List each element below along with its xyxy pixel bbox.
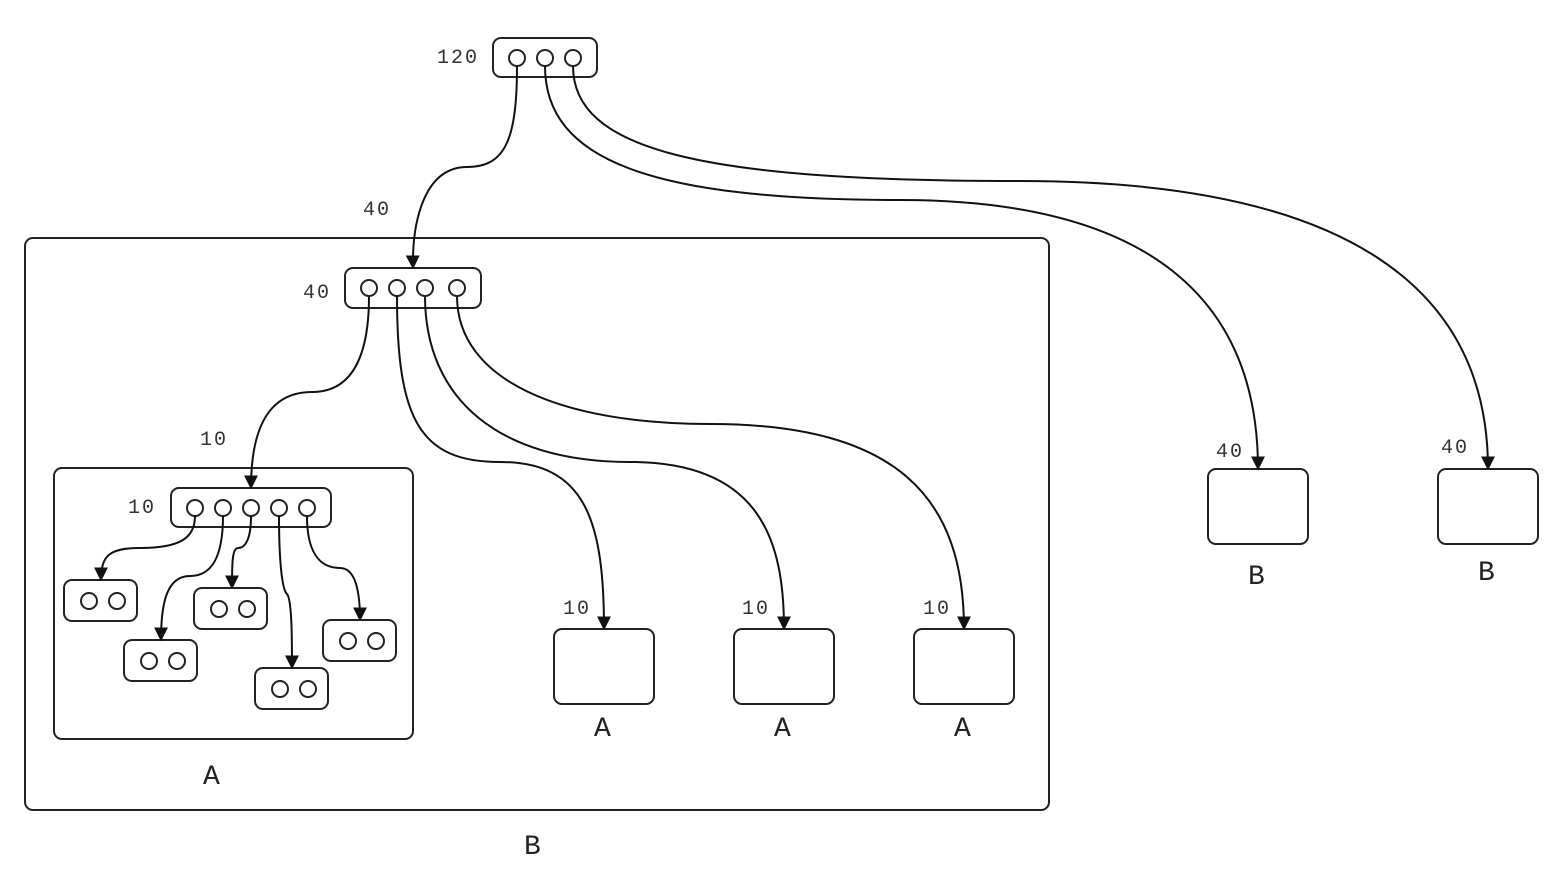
edge-b-node-to-a-box-1 bbox=[396, 295, 611, 631]
edge-b-node-to-a-box-3 bbox=[456, 295, 971, 631]
a-box-1-tag: A bbox=[594, 714, 611, 745]
edge-root-to-b-node bbox=[405, 65, 518, 270]
b-box-1-tag: B bbox=[1248, 562, 1265, 593]
root-slot-3 bbox=[564, 49, 582, 67]
a-box-2-count-label: 10 bbox=[742, 598, 770, 621]
leaf-node-5 bbox=[322, 619, 397, 662]
b-node-slot-2 bbox=[388, 279, 406, 297]
edge-40-label: 40 bbox=[363, 199, 391, 222]
edge-10-label: 10 bbox=[200, 429, 228, 452]
b-container-tag: B bbox=[524, 832, 541, 863]
edge-b-node-to-a-box-2 bbox=[424, 295, 791, 631]
edge-a-node-to-leaf-3 bbox=[225, 515, 252, 590]
b-box-2-count-label: 40 bbox=[1441, 437, 1469, 460]
a-box-2-tag: A bbox=[774, 714, 791, 745]
a-box-3-count-label: 10 bbox=[923, 598, 951, 621]
b-node-slot-4 bbox=[448, 279, 466, 297]
edge-b-node-to-a-node bbox=[244, 295, 370, 490]
edge-a-node-to-leaf-5 bbox=[306, 515, 367, 622]
edge-a-node-to-leaf-4 bbox=[278, 515, 299, 670]
a-box-3-tag: A bbox=[954, 714, 971, 745]
leaf-node-1 bbox=[63, 579, 138, 622]
root-count-label: 120 bbox=[437, 47, 479, 70]
a-box-1-count-label: 10 bbox=[563, 598, 591, 621]
a-box-1 bbox=[553, 628, 655, 705]
b-box-2 bbox=[1437, 468, 1539, 545]
b-box-1-count-label: 40 bbox=[1216, 441, 1244, 464]
a-node-slot-2 bbox=[214, 499, 232, 517]
leaf-node-3 bbox=[193, 587, 268, 630]
b-node-slot-1 bbox=[360, 279, 378, 297]
edge-root-to-b-box-2 bbox=[572, 65, 1495, 471]
edge-root-to-b-box-1 bbox=[544, 65, 1265, 471]
a-node-slot-5 bbox=[298, 499, 316, 517]
a-container-count-label: 10 bbox=[128, 497, 156, 520]
b-container-count-label: 40 bbox=[303, 282, 331, 305]
leaf-node-2 bbox=[123, 639, 198, 682]
b-level-node bbox=[344, 267, 482, 309]
leaf-node-4 bbox=[254, 667, 329, 710]
root-slot-1 bbox=[508, 49, 526, 67]
b-node-slot-3 bbox=[416, 279, 434, 297]
root-node bbox=[492, 37, 598, 78]
a-node-slot-4 bbox=[270, 499, 288, 517]
a-box-2 bbox=[733, 628, 835, 705]
a-box-3 bbox=[913, 628, 1015, 705]
edge-a-node-to-leaf-2 bbox=[154, 515, 224, 642]
a-container-tag: A bbox=[203, 762, 220, 793]
edge-a-node-to-leaf-1 bbox=[94, 515, 196, 582]
b-box-1 bbox=[1207, 468, 1309, 545]
b-box-2-tag: B bbox=[1478, 558, 1495, 589]
a-node-slot-1 bbox=[186, 499, 204, 517]
root-slot-2 bbox=[536, 49, 554, 67]
a-node-slot-3 bbox=[242, 499, 260, 517]
